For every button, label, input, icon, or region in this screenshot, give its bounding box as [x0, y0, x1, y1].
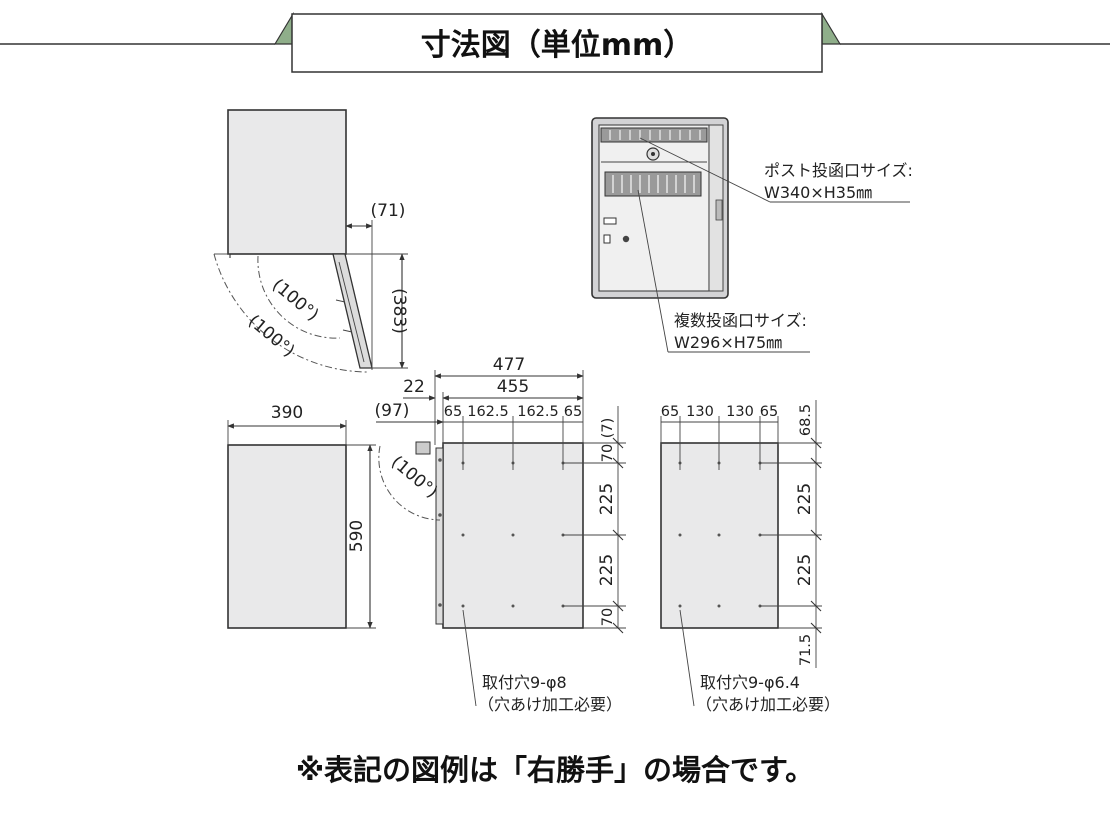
- front-view-arc: [378, 445, 441, 521]
- front-top-dim-65b: 65: [564, 404, 582, 420]
- front-view-note-line2: （穴あけ加工必要）: [478, 695, 622, 714]
- side-top-body: [227, 109, 347, 255]
- multi-slot-label: 複数投函口サイズ:: [674, 311, 807, 330]
- side-view-body: [227, 444, 347, 629]
- front-right-dim-7: (7): [600, 418, 616, 439]
- front-dim-97: (97): [375, 401, 410, 421]
- front-dim-455: 455: [497, 377, 529, 397]
- post-slot: [600, 127, 708, 143]
- side-top-arc-outer: [213, 253, 369, 373]
- back-top-dim-65a: 65: [661, 404, 679, 420]
- back-view-note-line1: 取付穴9-φ6.4: [700, 673, 800, 692]
- back-right-dim-71: 71.5: [798, 634, 814, 666]
- front-view-angle: (100°): [387, 452, 441, 502]
- back-view: 65 130 130 65 68.5 225 225 71.5 取付穴9-φ6.…: [660, 400, 840, 714]
- side-view-width: 390: [271, 403, 303, 423]
- front-top-dim-162b: 162.5: [517, 404, 559, 420]
- header: 寸法図（単位mm）: [0, 11, 1110, 73]
- front-right-dim-225a: 225: [597, 483, 617, 515]
- back-right-dim-225a: 225: [795, 483, 815, 515]
- side-view-height: 590: [347, 520, 367, 552]
- back-view-note-line2: （穴あけ加工必要）: [696, 695, 840, 714]
- front-view-note-line1: 取付穴9-φ8: [482, 673, 567, 692]
- front-view-hinge-strip: [435, 447, 444, 625]
- header-accent-right: [821, 11, 842, 45]
- back-right-dim-225b: 225: [795, 554, 815, 586]
- side-top-dim-71: (71): [371, 201, 406, 221]
- front-top-dim-162a: 162.5: [467, 404, 509, 420]
- name-plate: [603, 217, 617, 225]
- front-right-dim-70b: 70: [600, 608, 616, 626]
- side-top-angle-outer: (100°): [244, 311, 298, 361]
- front-right-dim-70a: 70: [600, 444, 616, 462]
- key-slot-icon: [603, 234, 611, 244]
- multi-slot: [604, 171, 702, 197]
- post-slot-label: ポスト投函口サイズ:: [764, 161, 913, 180]
- back-top-dim-65b: 65: [760, 404, 778, 420]
- side-top-open-lid: [332, 253, 373, 369]
- front-dim-477: 477: [493, 355, 525, 375]
- back-top-dim-130b: 130: [726, 404, 754, 420]
- front-top-dim-65a: 65: [444, 404, 462, 420]
- button-icon: [622, 235, 630, 243]
- side-top-dim-383: (383): [389, 288, 409, 334]
- back-top-dim-130a: 130: [686, 404, 714, 420]
- side-top-arc-inner: [257, 255, 341, 339]
- front-view: (100°) 477 455 22 (97) 65 162.5 162.5 65: [375, 355, 626, 714]
- front-dim-22: 22: [403, 377, 425, 397]
- front-detail: ポスト投函口サイズ: W340×H35㎜ 複数投函口サイズ: W296×H75㎜: [591, 117, 913, 353]
- back-right-dim-68: 68.5: [798, 404, 814, 436]
- header-accent-left: [273, 11, 294, 45]
- front-right-dim-225b: 225: [597, 554, 617, 586]
- page-title: 寸法図（単位mm）: [421, 28, 694, 63]
- side-view-top: (71) (383) (100°) (100°): [213, 109, 409, 373]
- header-title-box: [291, 13, 823, 73]
- multi-slot-size: W296×H75㎜: [674, 333, 782, 352]
- footer-note: ※表記の図例は「右勝手」の場合です。: [296, 753, 814, 787]
- side-view: 390 590: [227, 403, 376, 629]
- side-top-angle-inner: (100°): [268, 275, 322, 325]
- post-slot-size: W340×H35㎜: [764, 183, 872, 202]
